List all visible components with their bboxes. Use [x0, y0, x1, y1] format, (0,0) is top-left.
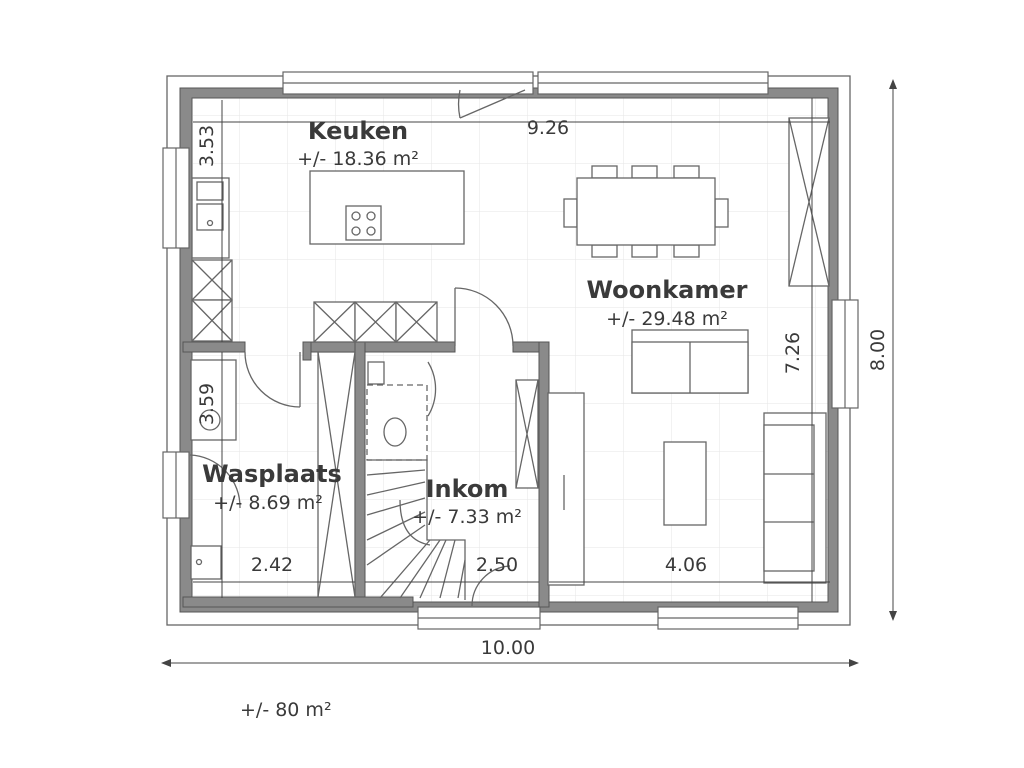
- room-area-woonkamer: +/- 29.48 m²: [606, 308, 728, 330]
- dim-woonkamer-depth: 7.26: [782, 332, 804, 374]
- tv-cabinet: [547, 392, 585, 586]
- room-area-keuken: +/- 18.36 m²: [297, 148, 419, 170]
- room-name-wasplaats: Wasplaats: [202, 460, 342, 488]
- coffee-table: [663, 441, 707, 526]
- kitchen-island: [309, 170, 465, 245]
- laundry-fixtures: [190, 351, 539, 598]
- dim-inkom-width: 2.50: [476, 554, 518, 576]
- room-name-inkom: Inkom: [426, 475, 509, 503]
- dim-total-width: 10.00: [481, 637, 535, 659]
- dim-woonkamer-width: 4.06: [665, 554, 707, 576]
- dim-wasplaats-depth: 3.59: [196, 383, 218, 425]
- sofa: [631, 329, 749, 394]
- room-name-keuken: Keuken: [308, 117, 408, 145]
- side-sofa: [763, 412, 827, 584]
- dim-keuken-depth: 3.53: [196, 125, 218, 167]
- cooktop-icon: [345, 205, 382, 241]
- staircase: [366, 459, 466, 600]
- dim-wasplaats-width: 2.42: [251, 554, 293, 576]
- dimension-lines: [161, 79, 897, 667]
- room-area-inkom: +/- 7.33 m²: [412, 506, 522, 528]
- dim-total-depth: 8.00: [867, 329, 889, 371]
- windows: [162, 71, 859, 630]
- tall-cabinet: [788, 117, 830, 287]
- kitchen-counter: [191, 177, 438, 343]
- toilet: [366, 361, 428, 461]
- total-area: +/- 80 m²: [240, 699, 332, 721]
- dining-table: [563, 165, 729, 258]
- dim-top-inner: 9.26: [527, 117, 569, 139]
- room-name-woonkamer: Woonkamer: [587, 276, 748, 304]
- doors: [189, 89, 526, 607]
- room-area-wasplaats: +/- 8.69 m²: [213, 492, 323, 514]
